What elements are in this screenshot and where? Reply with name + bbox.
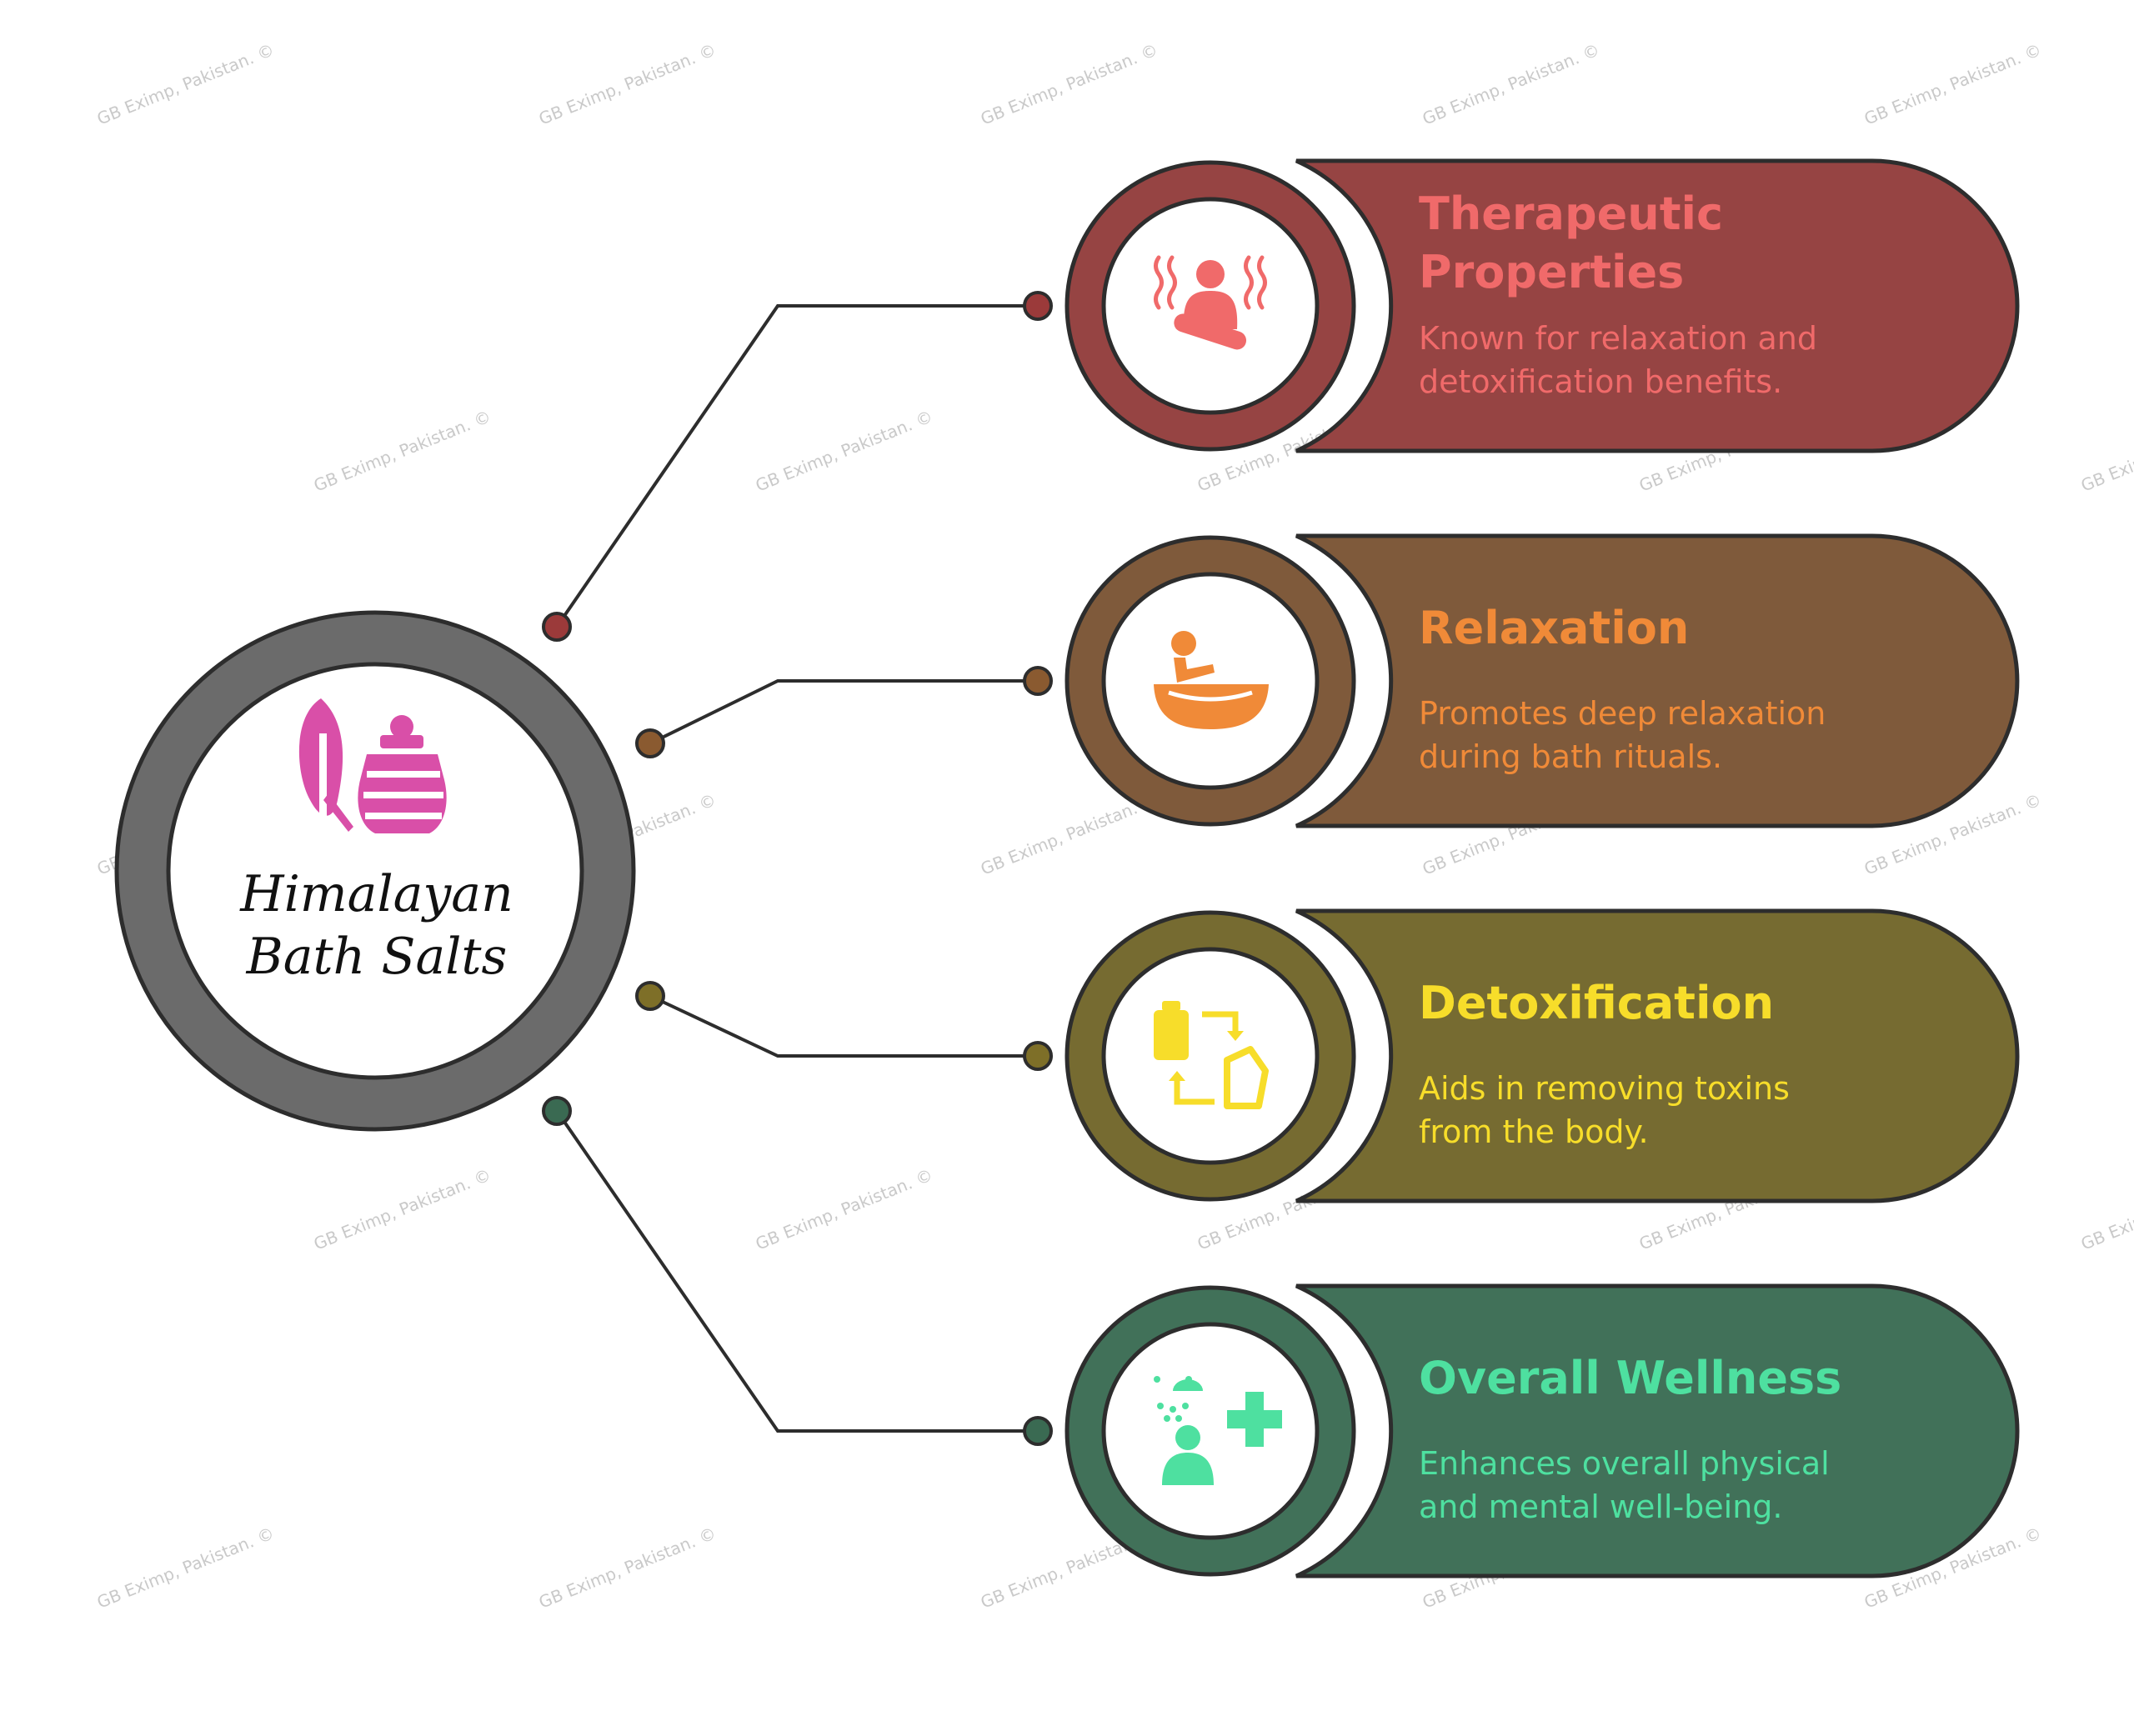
watermark-text: GB Eximp, Pakistan. © xyxy=(94,39,277,128)
connector-dot-hub xyxy=(542,1096,572,1126)
meditation-heat-icon xyxy=(1154,255,1267,350)
watermark-text: GB Eximp, Pakistan. © xyxy=(311,1164,493,1253)
connector-dot-hub xyxy=(635,728,665,758)
icon-ring-inner xyxy=(1101,572,1320,790)
card-description: Aids in removing toxins xyxy=(1419,1070,1790,1107)
watermark-text: GB Eximp, Pakistan. © xyxy=(1420,39,1602,128)
card-title: Detoxification xyxy=(1419,977,1774,1029)
card-background xyxy=(1295,158,2020,453)
connector-dot-end xyxy=(1023,666,1053,696)
card-description: Promotes deep relaxation xyxy=(1419,695,1826,732)
connectors xyxy=(542,291,1053,1446)
icon-ring-inner xyxy=(1101,947,1320,1165)
card-description: Enhances overall physical xyxy=(1419,1445,1830,1482)
connector-line xyxy=(649,679,1038,745)
center-title-line2: Bath Salts xyxy=(246,928,508,986)
card-description: Known for relaxation and xyxy=(1419,320,1817,357)
card-description: during bath rituals. xyxy=(1419,738,1722,775)
center-node: Himalayan Bath Salts xyxy=(114,610,636,1132)
card-background xyxy=(1295,1283,2020,1578)
salt-shaker-leaf-icon xyxy=(298,698,447,833)
watermark-text: GB Eximp, Pakistan. © xyxy=(311,406,493,495)
card-description: detoxification benefits. xyxy=(1419,363,1782,400)
watermark-text: GB Eximp, Pakistan. © xyxy=(978,39,1160,128)
watermark-text: GB Eximp, Pakistan. © xyxy=(2078,1164,2134,1253)
card-title: Properties xyxy=(1419,246,1684,298)
watermark-text: GB Eximp, Pakistan. © xyxy=(753,406,935,495)
detox-cycle-icon xyxy=(1154,1001,1269,1109)
connector-dot-end xyxy=(1023,1041,1053,1071)
card-description: and mental well-being. xyxy=(1419,1488,1783,1525)
watermark-text: GB Eximp, Pakistan. © xyxy=(536,1523,719,1612)
center-inner xyxy=(166,662,584,1080)
connector-dot-end xyxy=(1023,1416,1053,1446)
connector-line xyxy=(555,1109,1038,1433)
watermark-text: GB Eximp, Pakistan. © xyxy=(536,39,719,128)
card-title: Overall Wellness xyxy=(1419,1352,1841,1404)
center-title-line1: Himalayan xyxy=(239,865,513,923)
watermark-text: GB Eximp, Pakistan. © xyxy=(2078,406,2134,495)
bathtub-person-icon xyxy=(1154,631,1269,729)
connector-line xyxy=(555,304,1038,628)
card-title: Relaxation xyxy=(1419,602,1689,654)
connector-dot-end xyxy=(1023,291,1053,321)
card-title: Therapeutic xyxy=(1419,188,1723,240)
card-description: from the body. xyxy=(1419,1113,1649,1150)
connector-dot-hub xyxy=(542,612,572,642)
card-background xyxy=(1295,533,2020,828)
watermark-text: GB Eximp, Pakistan. © xyxy=(94,1523,277,1612)
icon-ring-inner xyxy=(1101,1322,1320,1540)
watermark-text: GB Eximp, Pakistan. © xyxy=(1861,39,2044,128)
wellness-shower-cross-icon xyxy=(1154,1376,1282,1485)
watermark-text: GB Eximp, Pakistan. © xyxy=(753,1164,935,1253)
card-background xyxy=(1295,908,2020,1203)
connector-line xyxy=(649,994,1038,1058)
connector-dot-hub xyxy=(635,981,665,1011)
